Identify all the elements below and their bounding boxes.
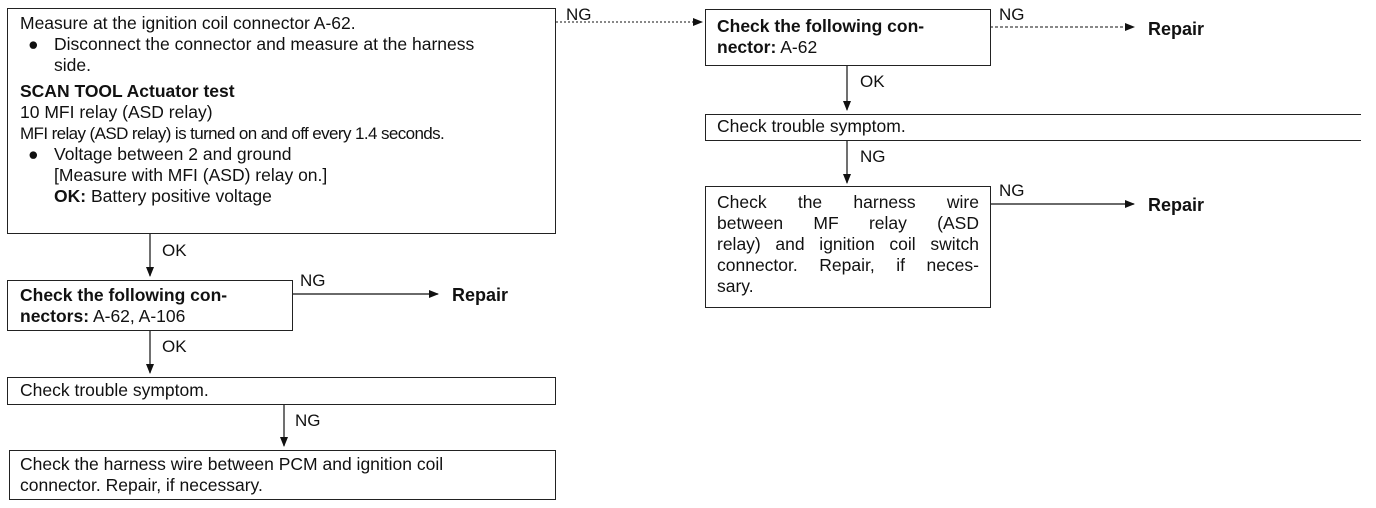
ng-label-1: NG [566, 5, 592, 24]
ok-label: OK: [54, 186, 87, 206]
bullet-dot-icon: ● [28, 144, 39, 164]
ng-label-5: NG [999, 5, 1025, 24]
check-trouble-symptom-box-left: Check trouble symptom. [7, 377, 556, 405]
ng-label-3: NG [295, 411, 321, 430]
repair-label-2: Repair [452, 285, 509, 305]
check-harness-mf-relay-box: Check the harness wire between MF relay … [705, 186, 991, 308]
check-connector-a62-box: Check the following con- nector: A-62 [705, 9, 991, 66]
box1-bullet1: ● Disconnect the connector and measure a… [28, 34, 475, 75]
ng-label-7: NG [999, 181, 1025, 200]
ok-label-5: OK [860, 72, 885, 91]
check-harness-pcm-box: Check the harness wire between PCM and i… [9, 450, 556, 500]
ng-label-6: NG [860, 147, 886, 166]
bullet-dot-icon: ● [28, 34, 39, 54]
ok-label-1: OK [162, 241, 187, 260]
scan-tool-title: SCAN TOOL Actuator test [20, 81, 235, 101]
repair-label-7: Repair [1148, 195, 1205, 215]
repair-label-5: Repair [1148, 19, 1205, 39]
box1-line1: Measure at the ignition coil connector A… [20, 13, 356, 33]
ok-label-2: OK [162, 337, 187, 356]
check-trouble-symptom-box-right: Check trouble symptom. [705, 114, 1361, 141]
box1-scan-line1: 10 MFI relay (ASD relay) [20, 102, 213, 122]
box1-scan-line2: MFI relay (ASD relay) is turned on and o… [20, 124, 445, 143]
ok-value: Battery positive voltage [90, 186, 272, 206]
measure-ignition-coil-box: Measure at the ignition coil connector A… [7, 8, 556, 234]
ng-label-2: NG [300, 271, 326, 290]
check-connectors-box: Check the following con- nectors: A-62, … [7, 280, 293, 331]
box1-bullet2: ● Voltage between 2 and ground [Measure … [28, 144, 328, 206]
